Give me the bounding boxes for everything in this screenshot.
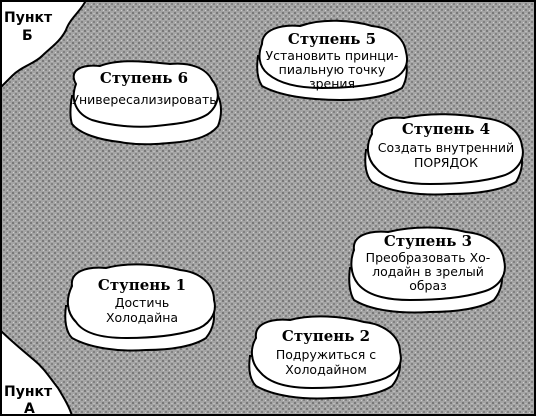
step-2-line-2: Холодайном [285,362,367,377]
step-5-title: Ступень 5 [288,30,376,48]
island-step-2 [248,315,402,400]
island-step-5 [256,19,408,102]
step-3-title: Ступень 3 [384,232,472,250]
step-1-title: Ступень 1 [98,276,186,294]
step-3-line-3: образ [409,278,447,293]
step-5-line-1: Установить принци- [266,48,399,63]
step-1-line-1: Достичь [115,295,169,310]
step-4-line-1: Создать внутренний [378,140,514,155]
step-5-line-3: зрения [309,76,355,91]
step-3-line-2: лодайн в зрелый [372,264,484,279]
step-2-line-1: Подружиться с [276,347,376,362]
step-1-line-2: Холодайна [106,310,178,325]
step-6-line-1: Универесализировать [71,92,216,107]
island-step-3 [348,226,506,314]
island-step-1 [64,263,216,352]
step-4-line-2: ПОРЯДОК [414,155,478,170]
island-step-6 [69,60,222,146]
point-b-label: Пункт [4,10,53,26]
point-b-letter: Б [22,28,33,44]
shore-top-left [0,0,88,90]
point-a-letter: А [24,401,35,416]
island-step-4 [364,113,524,196]
step-5-line-2: пиальную точку [279,62,386,77]
shore-bottom-left [0,328,74,416]
step-3-line-1: Преобразовать Хо- [366,250,491,265]
step-2-title: Ступень 2 [282,327,370,345]
step-6-title: Ступень 6 [100,69,188,87]
step-4-title: Ступень 4 [402,120,490,138]
point-a-label: Пункт [4,384,53,400]
